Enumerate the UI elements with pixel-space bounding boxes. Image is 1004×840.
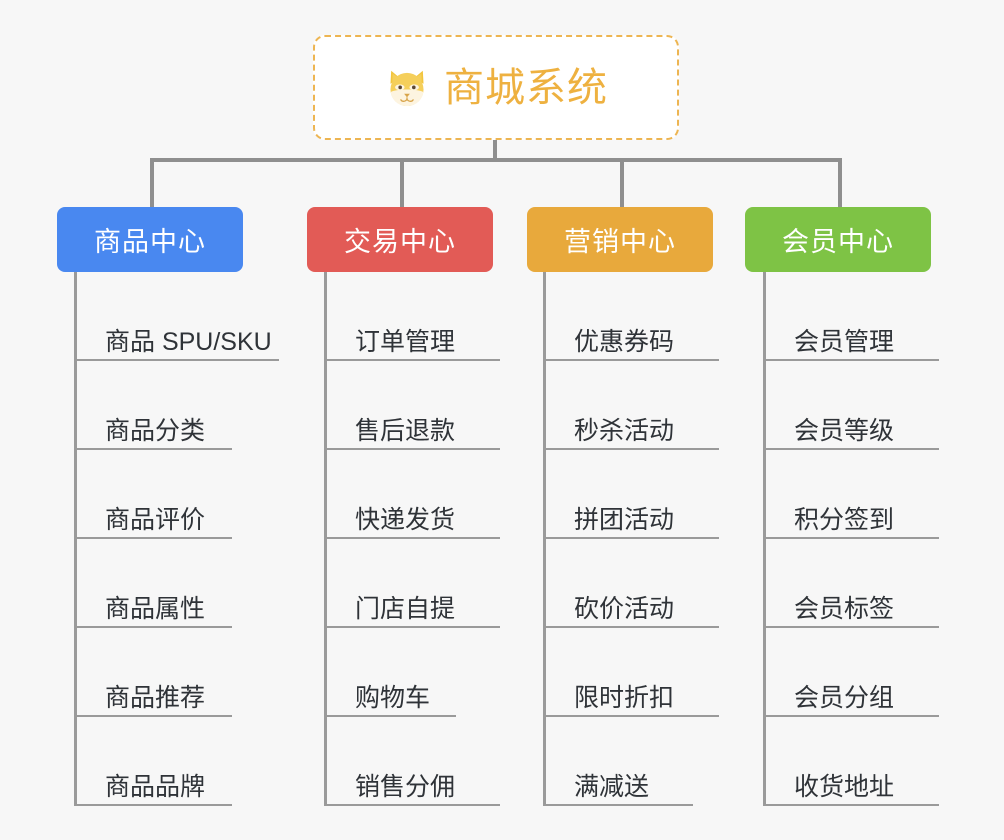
leaf-item[interactable]: 秒杀活动 bbox=[543, 361, 719, 450]
branch-label: 营销中心 bbox=[564, 227, 676, 257]
leaf-spine bbox=[543, 272, 546, 806]
leaf-item-label: 砍价活动 bbox=[574, 595, 675, 623]
branch-box-4[interactable]: 会员中心 bbox=[745, 207, 931, 272]
connector-drop-1 bbox=[150, 158, 154, 207]
leaf-item[interactable]: 会员等级 bbox=[763, 361, 939, 450]
root-title: 商城系统 bbox=[444, 65, 608, 110]
leaf-item-label: 会员分组 bbox=[794, 684, 895, 712]
leaf-item[interactable]: 限时折扣 bbox=[543, 628, 719, 717]
leaf-item[interactable]: 会员管理 bbox=[763, 272, 939, 361]
leaf-item[interactable]: 订单管理 bbox=[324, 272, 500, 361]
leaf-item-label: 商品属性 bbox=[105, 595, 206, 623]
connector-rail bbox=[150, 158, 842, 162]
leaf-item[interactable]: 收货地址 bbox=[763, 717, 939, 806]
connector-drop-4 bbox=[838, 158, 842, 207]
leaf-item[interactable]: 商品品牌 bbox=[74, 717, 232, 806]
leaf-item-label: 限时折扣 bbox=[574, 684, 675, 712]
root-node[interactable]: 商城系统 bbox=[313, 35, 679, 140]
leaf-item[interactable]: 商品分类 bbox=[74, 361, 232, 450]
leaf-spine bbox=[763, 272, 766, 806]
leaf-item[interactable]: 门店自提 bbox=[324, 539, 500, 628]
leaf-item-label: 订单管理 bbox=[355, 328, 456, 356]
connector-root-stem bbox=[493, 140, 497, 162]
leaf-item[interactable]: 商品推荐 bbox=[74, 628, 232, 717]
leaf-spine bbox=[74, 272, 77, 806]
leaf-item[interactable]: 满减送 bbox=[543, 717, 693, 806]
branch-box-3[interactable]: 营销中心 bbox=[527, 207, 713, 272]
leaf-item-label: 会员标签 bbox=[794, 595, 895, 623]
leaf-item-label: 积分签到 bbox=[794, 506, 895, 534]
leaf-item-label: 会员等级 bbox=[794, 417, 895, 445]
branch-label: 交易中心 bbox=[344, 227, 456, 257]
leaf-item-label: 销售分佣 bbox=[355, 773, 456, 801]
leaf-item[interactable]: 销售分佣 bbox=[324, 717, 500, 806]
leaf-item-label: 商品推荐 bbox=[105, 684, 206, 712]
leaf-spine bbox=[324, 272, 327, 806]
leaf-item[interactable]: 积分签到 bbox=[763, 450, 939, 539]
leaf-item-label: 门店自提 bbox=[355, 595, 456, 623]
leaf-item[interactable]: 拼团活动 bbox=[543, 450, 719, 539]
leaf-item-label: 会员管理 bbox=[794, 328, 895, 356]
dog-face-icon bbox=[384, 65, 430, 111]
branch-label: 商品中心 bbox=[94, 227, 206, 257]
branch-label: 会员中心 bbox=[782, 227, 894, 257]
leaf-item-label: 快递发货 bbox=[355, 506, 456, 534]
leaf-item[interactable]: 优惠券码 bbox=[543, 272, 719, 361]
branch-box-1[interactable]: 商品中心 bbox=[57, 207, 243, 272]
leaf-item-label: 秒杀活动 bbox=[574, 417, 675, 445]
leaf-item-label: 商品 SPU/SKU bbox=[105, 328, 272, 356]
leaf-item-label: 商品评价 bbox=[105, 506, 206, 534]
connector-drop-2 bbox=[400, 158, 404, 207]
leaf-item[interactable]: 会员标签 bbox=[763, 539, 939, 628]
leaf-item-label: 商品品牌 bbox=[105, 773, 206, 801]
connector-drop-3 bbox=[620, 158, 624, 207]
leaf-item[interactable]: 商品属性 bbox=[74, 539, 232, 628]
leaf-item[interactable]: 购物车 bbox=[324, 628, 456, 717]
leaf-item-label: 满减送 bbox=[574, 773, 650, 801]
leaf-item[interactable]: 砍价活动 bbox=[543, 539, 719, 628]
leaf-item[interactable]: 商品 SPU/SKU bbox=[74, 272, 279, 361]
leaf-item-label: 拼团活动 bbox=[574, 506, 675, 534]
branch-box-2[interactable]: 交易中心 bbox=[307, 207, 493, 272]
leaf-item-label: 售后退款 bbox=[355, 417, 456, 445]
leaf-item[interactable]: 快递发货 bbox=[324, 450, 500, 539]
leaf-item-label: 收货地址 bbox=[794, 773, 895, 801]
leaf-item-label: 优惠券码 bbox=[574, 328, 675, 356]
leaf-item[interactable]: 售后退款 bbox=[324, 361, 500, 450]
leaf-item-label: 商品分类 bbox=[105, 417, 206, 445]
leaf-item[interactable]: 会员分组 bbox=[763, 628, 939, 717]
leaf-item[interactable]: 商品评价 bbox=[74, 450, 232, 539]
leaf-item-label: 购物车 bbox=[355, 684, 431, 712]
